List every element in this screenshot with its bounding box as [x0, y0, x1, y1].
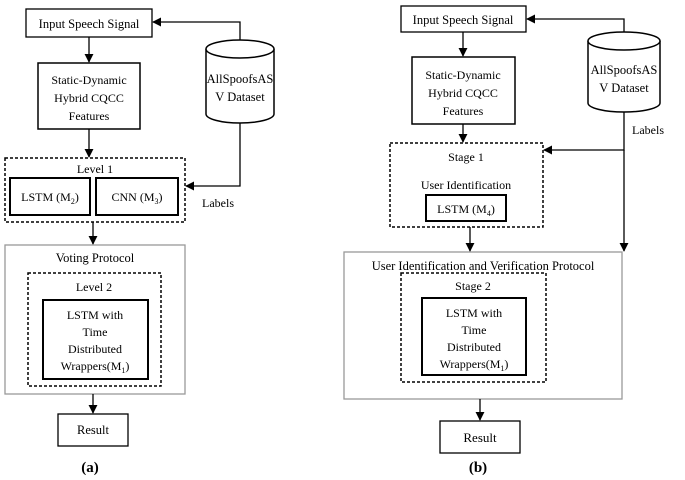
result-box-b: Result — [439, 420, 521, 454]
features-box: Static-Dynamic Hybrid CQCC Features — [37, 62, 141, 130]
stage2-container: Stage 2 LSTM with Time Distributed Wrapp… — [400, 272, 547, 383]
input-speech-signal-box-b: Input Speech Signal — [400, 5, 527, 33]
lstm-m1-a-line-4: Wrappers(M1) — [61, 359, 130, 375]
lstm-m2-box: LSTM (M2) — [9, 177, 91, 216]
stage2-title: Stage 2 — [455, 279, 491, 293]
features-line-3: Features — [69, 109, 110, 123]
lstm-m1-b-line-4: Wrappers(M1) — [440, 357, 509, 373]
result-label-b: Result — [463, 430, 497, 445]
lstm-m2-label: LSTM (M2) — [21, 190, 79, 206]
lstm-m1-a-line-2: Time — [83, 325, 108, 339]
stage1-title: Stage 1 — [448, 150, 484, 164]
features-line-2: Hybrid CQCC — [54, 91, 124, 105]
lstm-m1-b-line-2: Time — [462, 323, 487, 337]
lstm-m4-box: LSTM (M4) — [425, 194, 507, 222]
result-box-a: Result — [57, 413, 129, 447]
features-line-1: Static-Dynamic — [51, 73, 126, 87]
input-speech-signal-label: Input Speech Signal — [39, 17, 140, 31]
lstm-m4-label: LSTM (M4) — [437, 202, 495, 218]
voting-protocol-title: Voting Protocol — [56, 251, 135, 265]
panel-b: Input Speech Signal Static-Dynamic Hybri… — [343, 5, 664, 476]
level1-title: Level 1 — [77, 162, 113, 176]
labels-text-b: Labels — [632, 123, 664, 137]
features-b-line-2: Hybrid CQCC — [428, 86, 498, 100]
level2-container: Level 2 LSTM with Time Distributed Wrapp… — [27, 272, 162, 387]
input-speech-signal-box: Input Speech Signal — [25, 8, 153, 38]
dataset-b-line-1: AllSpoofsAS — [591, 63, 658, 77]
arrows-b — [458, 14, 629, 421]
arrows-a — [84, 17, 241, 414]
labels-text-a: Labels — [202, 196, 234, 210]
lstm-m1-b-line-3: Distributed — [447, 340, 501, 354]
features-box-b: Static-Dynamic Hybrid CQCC Features — [411, 56, 516, 125]
voting-protocol-container: Voting Protocol Level 2 LSTM with Time D… — [4, 244, 186, 395]
level1-container: Level 1 LSTM (M2) CNN (M3) — [4, 157, 186, 223]
lstm-m1-a-line-1: LSTM with — [67, 308, 123, 322]
dataset-b-line-2: V Dataset — [599, 81, 649, 95]
features-b-line-3: Features — [443, 104, 484, 118]
caption-a: (a) — [81, 460, 99, 476]
lstm-m1-box-a: LSTM with Time Distributed Wrappers(M1) — [42, 299, 149, 380]
user-identification-label: User Identification — [421, 178, 511, 192]
level2-title: Level 2 — [76, 280, 112, 294]
lstm-m1-box-b: LSTM with Time Distributed Wrappers(M1) — [421, 297, 527, 376]
features-b-line-1: Static-Dynamic — [425, 68, 500, 82]
result-label-a: Result — [77, 423, 109, 437]
dataset-cylinder-b: AllSpoofsAS V Dataset — [587, 31, 661, 113]
caption-b: (b) — [469, 460, 487, 476]
dataset-line-1: AllSpoofsAS — [207, 72, 274, 86]
lstm-m1-a-line-3: Distributed — [68, 342, 122, 356]
stage1-container: Stage 1 User Identification LSTM (M4) — [389, 142, 544, 228]
cnn-m3-label: CNN (M3) — [111, 190, 162, 206]
panel-a: Input Speech Signal Static-Dynamic Hybri… — [4, 8, 275, 476]
lstm-m1-b-line-1: LSTM with — [446, 306, 502, 320]
input-speech-signal-label-b: Input Speech Signal — [413, 13, 514, 27]
verification-protocol-container: User Identification and Verification Pro… — [343, 251, 623, 400]
dataset-line-2: V Dataset — [215, 90, 265, 104]
dataset-cylinder: AllSpoofsAS V Dataset — [205, 39, 275, 124]
cnn-m3-box: CNN (M3) — [95, 177, 179, 216]
verification-protocol-title: User Identification and Verification Pro… — [372, 259, 595, 273]
